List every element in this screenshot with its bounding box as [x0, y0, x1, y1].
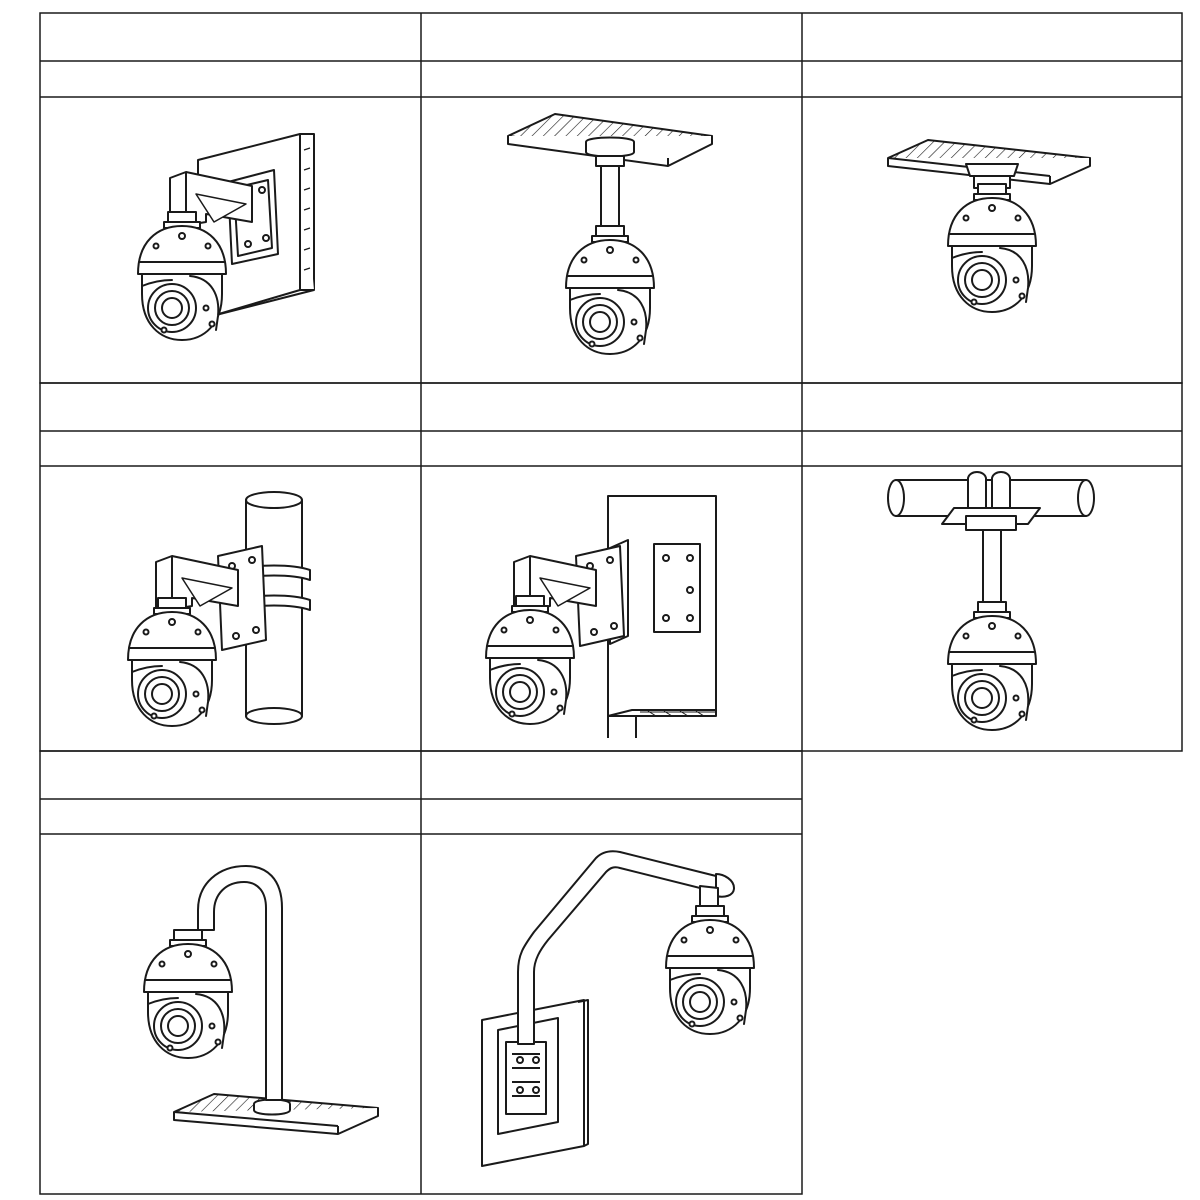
horizontal-pole-mount-camera-icon: [887, 471, 1095, 603]
corner-mount-camera-icon: [513, 495, 717, 738]
dome-camera-icon: [127, 597, 217, 727]
dome-camera-icon: [485, 595, 575, 725]
ceiling-mount-camera-icon: [887, 139, 1091, 189]
dome-camera-icon: [143, 929, 233, 1059]
table-grid: [39, 12, 1183, 1195]
dome-camera-icon: [565, 225, 655, 355]
gooseneck-wall-mount-camera-icon: [481, 850, 735, 1167]
dome-camera-icon: [947, 183, 1037, 313]
wall-mount-camera-icon: [169, 133, 315, 317]
dome-camera-icon: [665, 905, 755, 1035]
gooseneck-floor-mount-camera-icon: [173, 865, 379, 1135]
dome-camera-icon: [947, 601, 1037, 731]
pendant-mount-camera-icon: [507, 113, 713, 227]
